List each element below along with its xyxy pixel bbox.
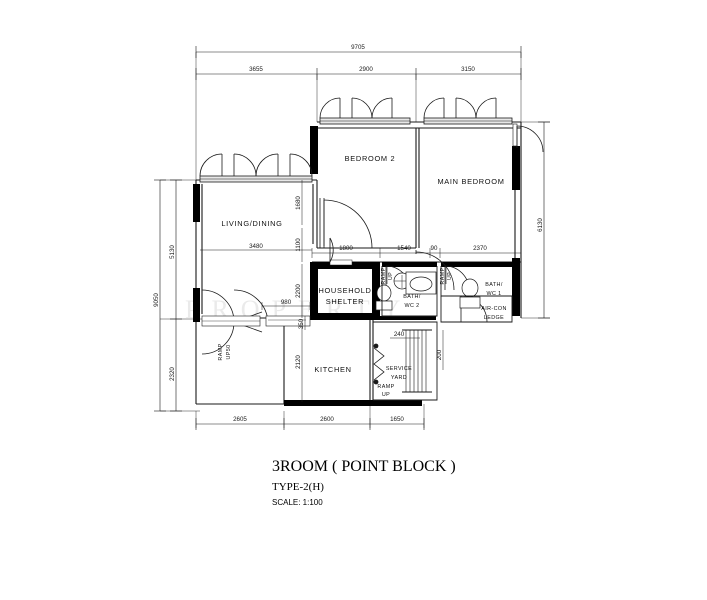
dim-left-overall: 9050	[153, 293, 160, 307]
room-label-kitchen: KITCHEN	[314, 365, 351, 374]
top-dimension-labels: 9705 3655 2900 3150	[249, 44, 475, 73]
door-main-entrance	[201, 289, 269, 355]
dim-corridor: 1100	[295, 238, 302, 252]
ramp-bath1-label-1: RAMP	[440, 267, 446, 284]
dim-bottom-2: 2600	[320, 416, 334, 423]
wall-living-left-lower	[193, 288, 200, 322]
room-label-bath-wc-1-2: WC 1	[486, 291, 501, 297]
ramp-bath2-label-2: UP	[388, 272, 394, 280]
window-bedroom-2	[319, 97, 411, 125]
yard-ramp-zigzag	[373, 343, 385, 385]
ramp-annotations: RAMP UP50 RAMP UP RAMP UP RAMP UP	[218, 267, 453, 398]
ramp-yard-label-2: UP	[382, 392, 390, 398]
room-label-household-shelter-1: HOUSEHOLD	[318, 286, 371, 295]
dim-living-width: 3480	[249, 243, 263, 250]
ramp-bath1-label-2: UP	[447, 272, 453, 280]
ramp-marks	[386, 266, 447, 284]
dim-entry-980: 980	[281, 299, 292, 306]
room-label-main-bedroom: MAIN BEDROOM	[437, 177, 504, 186]
ramp-entrance-label-1: RAMP	[218, 343, 224, 360]
ramp-yard-label-1: RAMP	[377, 384, 394, 390]
left-dimension-labels: 9050 5130 2320	[153, 245, 176, 381]
doors	[201, 123, 544, 355]
room-label-bedroom-2: BEDROOM 2	[345, 154, 396, 163]
door-main-bedroom	[415, 250, 455, 291]
wall-yard-top	[378, 316, 436, 320]
title-main: 3ROOM ( POINT BLOCK )	[272, 458, 456, 475]
dim-shelter-height: 2200	[295, 284, 302, 298]
wall-shelter-left	[310, 262, 318, 320]
dim-shelter-width: 1800	[339, 245, 353, 252]
wall-shelter-right	[372, 262, 380, 320]
bottom-dimension-group	[195, 404, 425, 430]
panel-entry-side	[265, 315, 311, 327]
room-label-service-yard-1: SERVICE	[386, 366, 412, 372]
top-dimension-group	[195, 46, 522, 180]
dim-bath1-width: 2370	[473, 245, 487, 252]
wall-shelter-top	[310, 262, 380, 269]
wall-living-left-upper	[193, 184, 200, 222]
dim-bed2-wall: 1680	[295, 196, 302, 210]
door-household-shelter	[329, 237, 353, 266]
door-bedroom-2	[319, 198, 373, 249]
interior-dimension-labels: 3480 1680 1100 2200 2120 1800 1540 90 23…	[249, 196, 487, 369]
room-label-bath-wc-2-2: WC 2	[404, 303, 419, 309]
dim-gap-90: 90	[431, 245, 438, 252]
basin-bath-1	[405, 271, 437, 295]
structural-walls	[193, 126, 520, 406]
window-main-bedroom	[423, 97, 513, 125]
dim-top-3: 3150	[461, 66, 475, 73]
room-label-household-shelter-2: SHELTER	[326, 297, 364, 306]
dim-top-2: 2900	[359, 66, 373, 73]
bottom-dimension-labels: 2605 2600 1650	[233, 416, 404, 423]
yard-grille	[402, 329, 432, 393]
dim-left-1: 5130	[169, 245, 176, 259]
dim-right-overall: 6130	[537, 218, 544, 232]
title-scale: SCALE: 1:100	[272, 498, 323, 507]
wall-bath2-top	[382, 262, 437, 267]
title-block: 3ROOM ( POINT BLOCK ) TYPE-2(H) SCALE: 1…	[272, 458, 456, 507]
room-label-aircon-ledge-2: LEDGE	[484, 315, 504, 321]
wall-shelter-bottom	[310, 313, 380, 320]
dim-yard-200: 200	[436, 349, 443, 360]
wc-bath-2	[375, 284, 393, 311]
dim-kitchen-height: 2120	[295, 355, 302, 369]
room-label-aircon-ledge-1: AIR-CON	[481, 306, 507, 312]
wall-right-lower	[512, 258, 520, 316]
dim-top-overall: 9705	[351, 44, 365, 51]
window-living-dining	[199, 153, 313, 183]
room-label-bath-wc-1-1: BATH/	[485, 282, 503, 288]
wall-right-upper	[512, 146, 520, 190]
dim-bath2-width: 1540	[397, 245, 411, 252]
room-label-service-yard-2: YARD	[391, 375, 407, 381]
room-labels: LIVING/DINING BEDROOM 2 MAIN BEDROOM HOU…	[221, 154, 506, 381]
dim-bottom-1: 2605	[233, 416, 247, 423]
ramp-bath2-label-1: RAMP	[381, 267, 387, 284]
room-label-bath-wc-2-1: BATH/	[403, 294, 421, 300]
interior-dimension-lines	[200, 180, 522, 402]
ramp-entrance-label-2: UP50	[226, 344, 232, 359]
left-dimension-group	[154, 179, 210, 412]
dim-bottom-3: 1650	[390, 416, 404, 423]
dim-top-1: 3655	[249, 66, 263, 73]
wall-bath1-top	[441, 262, 517, 267]
sanitary-fixtures	[375, 271, 481, 311]
title-sub: TYPE-2(H)	[272, 481, 324, 493]
right-dimension-group	[521, 121, 550, 319]
dim-left-2: 2320	[169, 367, 176, 381]
dim-entry-350: 350	[298, 318, 305, 329]
wc-bath-1	[459, 278, 481, 309]
room-label-living-dining: LIVING/DINING	[221, 219, 282, 228]
service-outlines	[372, 266, 513, 401]
wall-bed2-left	[310, 126, 318, 174]
dim-yard-240: 240	[394, 331, 405, 338]
wall-kitchen-bottom	[284, 400, 422, 406]
door-main-bedroom-entry	[512, 123, 544, 153]
